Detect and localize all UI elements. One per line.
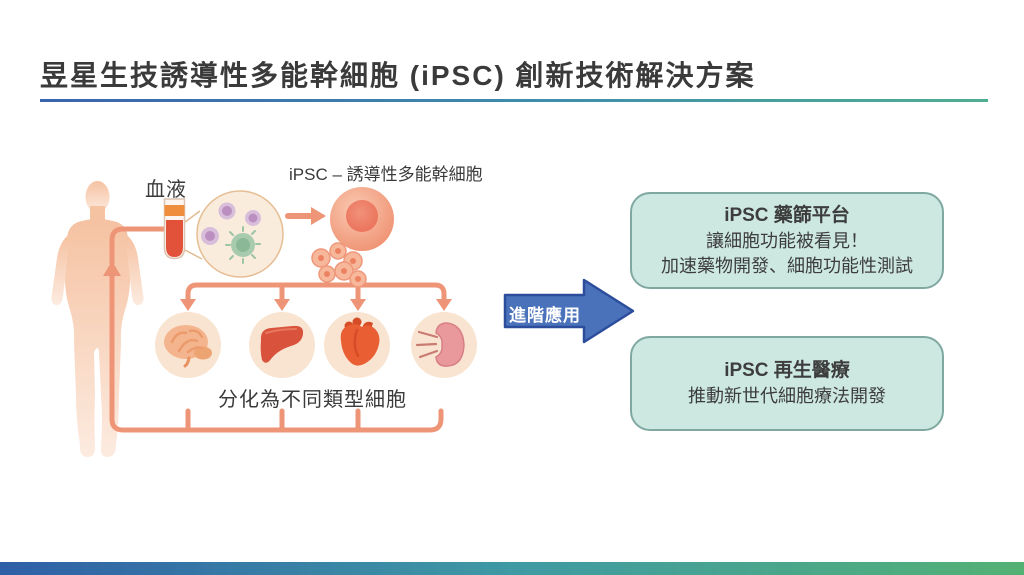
magnifier-lines: [184, 210, 203, 260]
brain-icon: [164, 325, 212, 368]
title-underline: [40, 99, 988, 102]
box-line: 讓細胞功能被看見！: [706, 230, 868, 251]
box-title: iPSC 再生醫療: [724, 360, 850, 381]
blood-tube-icon: [163, 198, 186, 260]
blood-cells-magnifier: [196, 190, 284, 278]
bottom-gradient-bar: [0, 562, 1024, 575]
liver-icon: [260, 325, 304, 363]
ipsc-label: iPSC – 誘導性多能幹細胞: [289, 165, 483, 184]
flow-arrow-label: 進階應用: [509, 306, 581, 325]
cell-cluster-icon: [311, 242, 367, 288]
page-title: 昱星生技誘導性多能幹細胞 (iPSC) 創新技術解決方案: [40, 60, 756, 91]
kidney-icon: [415, 322, 465, 367]
blood-label: 血液: [145, 179, 187, 201]
ipsc-cell-icon: [330, 187, 394, 251]
box-line: 加速藥物開發、細胞功能性測試: [661, 255, 913, 276]
heart-icon: [340, 317, 380, 366]
circulation-loop-arrow: [103, 226, 444, 433]
human-body-silhouette: [51, 181, 144, 457]
box-line: 推動新世代細胞療法開發: [688, 386, 886, 406]
differentiation-label: 分化為不同類型細胞: [218, 389, 407, 411]
reprogramming-arrow: [285, 207, 326, 225]
flow-block-arrow: [503, 278, 635, 344]
differentiation-branch-arrows: [180, 282, 452, 311]
box-title: iPSC 藥篩平台: [724, 204, 850, 226]
immune-cell-icons: [201, 202, 261, 264]
drug-screening-platform-box: iPSC 藥篩平台 讓細胞功能被看見！ 加速藥物開發、細胞功能性測試: [630, 192, 944, 289]
regenerative-medicine-box: iPSC 再生醫療 推動新世代細胞療法開發: [630, 336, 944, 431]
